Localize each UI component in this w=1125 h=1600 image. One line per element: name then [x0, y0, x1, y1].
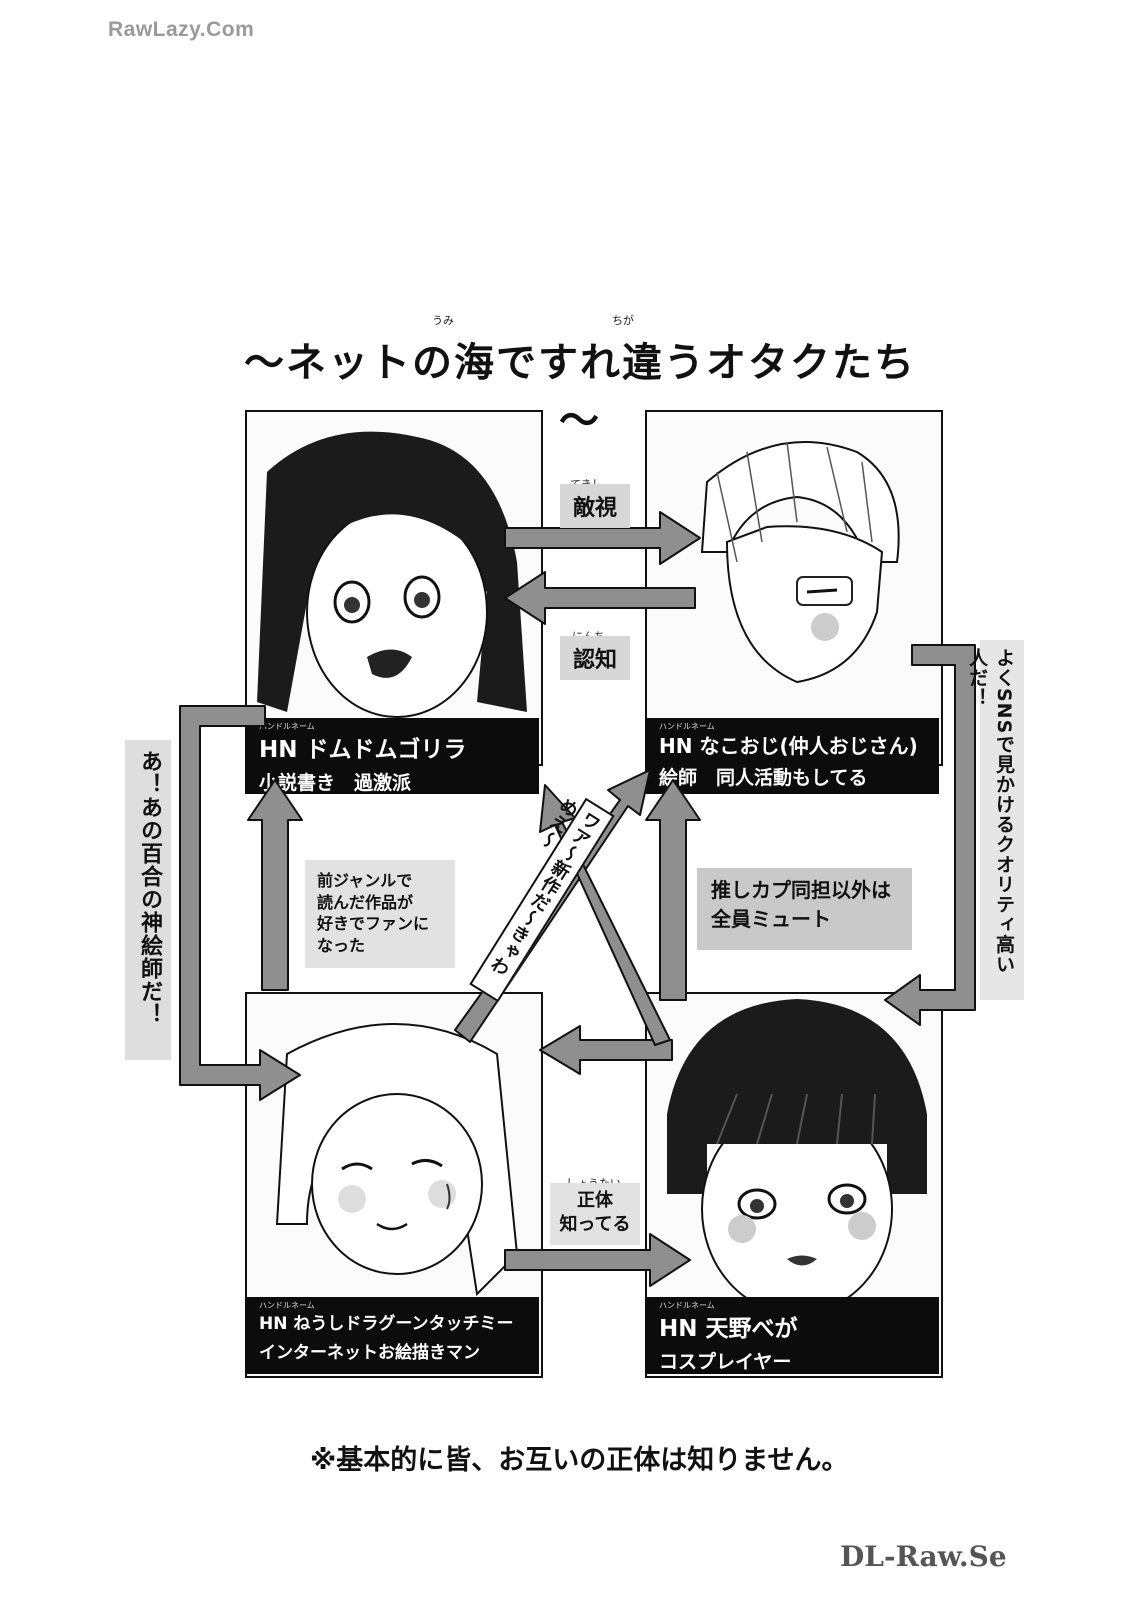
character-name: HN ねうしドラグーンタッチミー: [259, 1314, 514, 1334]
character-name: HN なこおじ(仲人おじさん): [659, 734, 918, 758]
name-box-dom: ハンドルネーム HN ドムドムゴリラ 小説書き 過激派: [245, 718, 539, 794]
character-role: 絵師 同人活動もしてる: [659, 767, 868, 789]
arrow-mute-up: [645, 779, 701, 1001]
arrow-fan-up: [247, 779, 303, 991]
character-name: HN 天野べが: [659, 1316, 798, 1342]
label-aware: 認知: [560, 636, 630, 680]
name-box-nakoji: ハンドルネーム HN なこおじ(仲人おじさん) 絵師 同人活動もしてる: [645, 718, 939, 794]
title-ruby: うみ: [432, 314, 454, 327]
label-wah: ワア〜新作だ〜きゃわめえ〜: [469, 793, 615, 1003]
character-nakoji-art: [700, 441, 900, 684]
handle-ruby: ハンドルネーム: [659, 722, 715, 731]
character-role: 小説書き 過激派: [259, 772, 412, 794]
page-title: ～ネットの海ですれ違うオタクたち～: [244, 340, 916, 444]
handle-ruby: ハンドルネーム: [259, 1301, 315, 1310]
character-neushi-art: [275, 1023, 519, 1297]
panel-top-right: [645, 410, 943, 766]
watermark-bottom: DL-Raw.Se: [840, 1540, 1007, 1573]
label-hostile: 敵視: [560, 484, 630, 528]
handle-ruby: ハンドルネーム: [259, 722, 315, 731]
panel-top-left: [245, 410, 543, 766]
character-role: インターネットお絵描きマン: [259, 1343, 480, 1363]
note-former-genre: 前ジャンルで 読んだ作品が 好きでファンに なった: [305, 860, 455, 968]
name-box-neushi: ハンドルネーム HN ねうしドラグーンタッチミー インターネットお絵描きマン: [245, 1297, 539, 1374]
handle-ruby: ハンドルネーム: [659, 1301, 715, 1310]
footer-note: ※基本的に皆、お互いの正体は知りません。: [310, 1445, 849, 1476]
watermark-top: RawLazy.Com: [108, 18, 255, 41]
label-identity: 正体 知ってる: [550, 1183, 640, 1245]
character-role: コスプレイヤー: [659, 1351, 792, 1373]
title-ruby: ちが: [612, 314, 634, 327]
character-name: HN ドムドムゴリラ: [259, 737, 467, 763]
note-mute: 推しカプ同担以外は 全員ミュート: [697, 868, 912, 950]
left-vertical-text: あ！あの百合の神絵師だ！: [125, 740, 171, 1060]
right-vertical-text: よくSNSで見かけるクオリティ高い人だ！: [966, 640, 1024, 1000]
name-box-amano: ハンドルネーム HN 天野べが コスプレイヤー: [645, 1297, 939, 1374]
character-dom-art: [257, 431, 527, 718]
character-amano-art: [667, 999, 927, 1315]
